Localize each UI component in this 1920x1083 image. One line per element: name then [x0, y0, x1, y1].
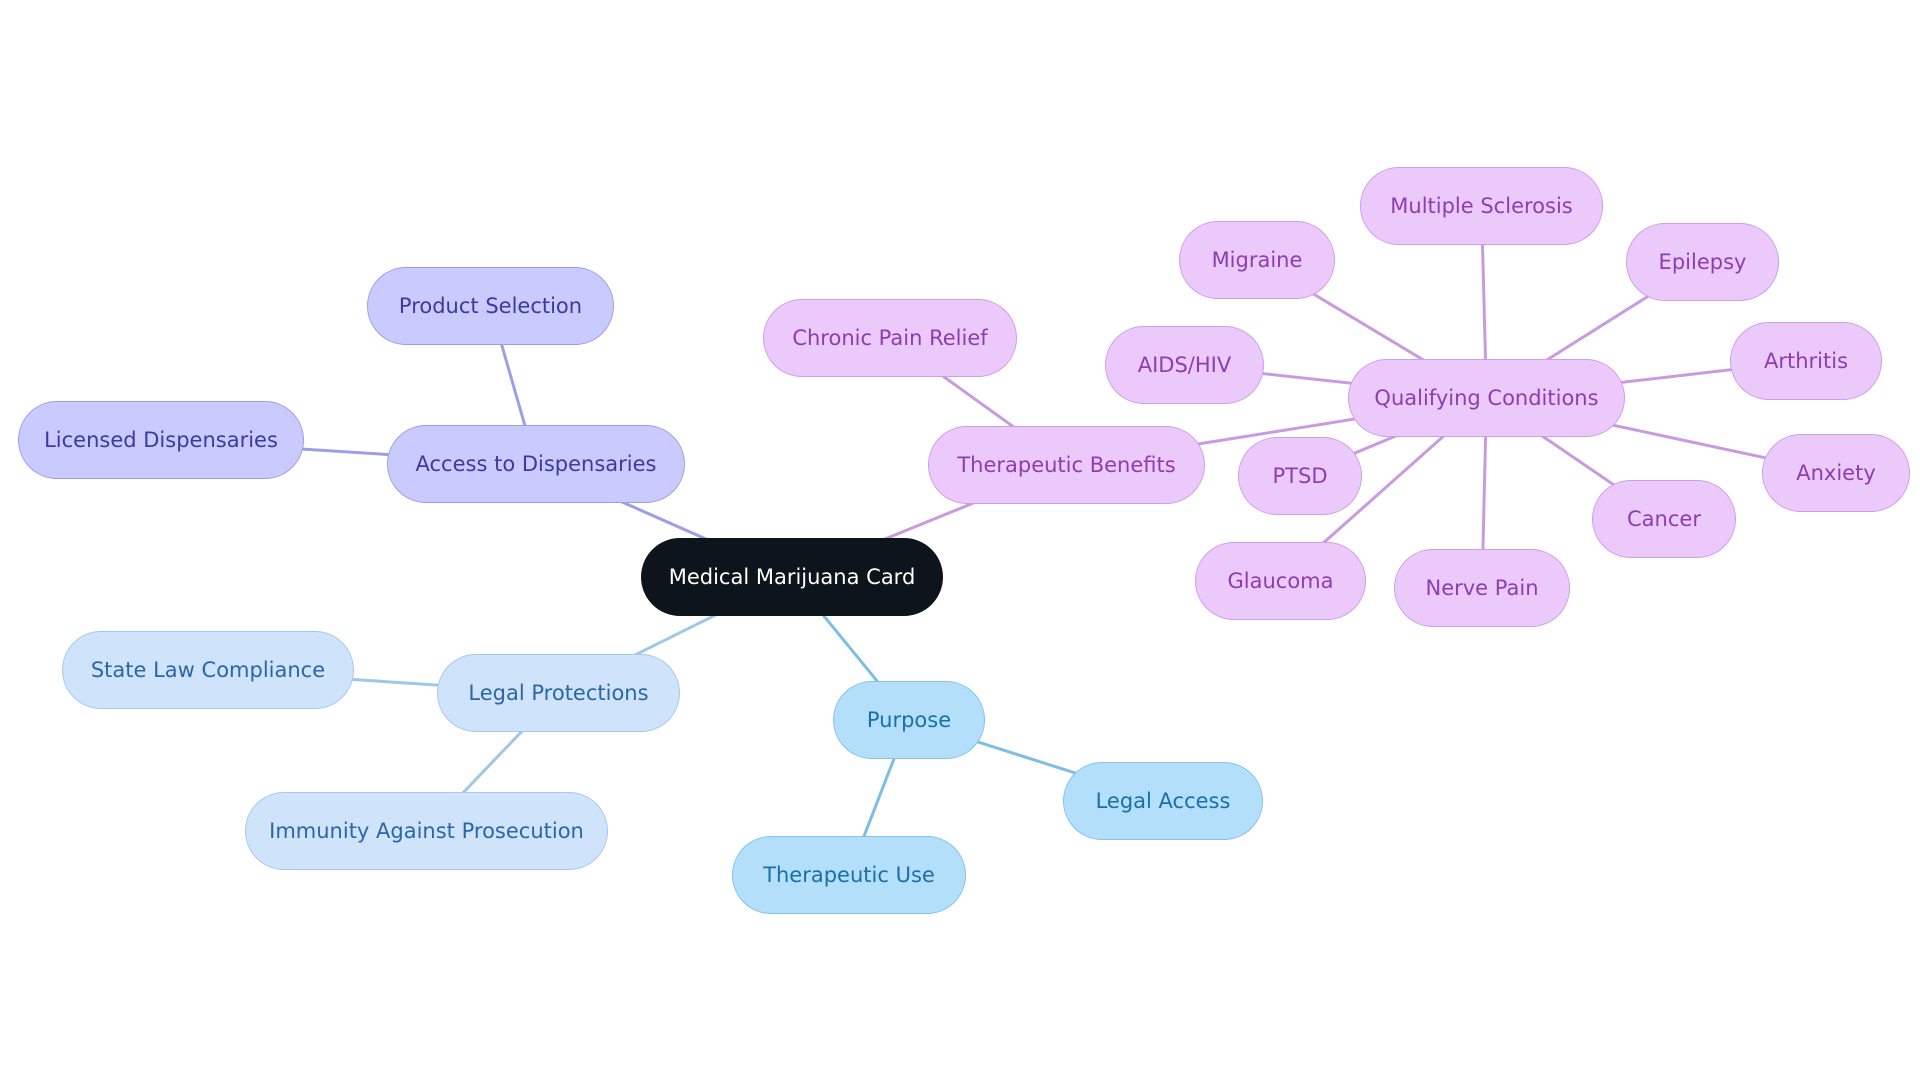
node-legal-protections[interactable]: Legal Protections	[437, 654, 680, 732]
node-purpose[interactable]: Purpose	[833, 681, 985, 759]
node-cancer[interactable]: Cancer	[1592, 480, 1736, 558]
node-aids-hiv[interactable]: AIDS/HIV	[1105, 326, 1264, 404]
node-migraine[interactable]: Migraine	[1179, 221, 1335, 299]
node-immunity-against-prosecution[interactable]: Immunity Against Prosecution	[245, 792, 608, 870]
node-legal-access[interactable]: Legal Access	[1063, 762, 1263, 840]
node-glaucoma[interactable]: Glaucoma	[1195, 542, 1366, 620]
node-therapeutic-use[interactable]: Therapeutic Use	[732, 836, 966, 914]
node-licensed-dispensaries[interactable]: Licensed Dispensaries	[18, 401, 304, 479]
node-chronic-pain-relief[interactable]: Chronic Pain Relief	[763, 299, 1017, 377]
node-qualifying-conditions[interactable]: Qualifying Conditions	[1348, 359, 1625, 437]
node-ptsd[interactable]: PTSD	[1238, 437, 1362, 515]
node-state-law-compliance[interactable]: State Law Compliance	[62, 631, 354, 709]
node-access-to-dispensaries[interactable]: Access to Dispensaries	[387, 425, 685, 503]
node-nerve-pain[interactable]: Nerve Pain	[1394, 549, 1570, 627]
node-medical-marijuana-card[interactable]: Medical Marijuana Card	[641, 538, 943, 616]
node-product-selection[interactable]: Product Selection	[367, 267, 614, 345]
node-arthritis[interactable]: Arthritis	[1730, 322, 1882, 400]
node-therapeutic-benefits[interactable]: Therapeutic Benefits	[928, 426, 1205, 504]
node-multiple-sclerosis[interactable]: Multiple Sclerosis	[1360, 167, 1603, 245]
node-anxiety[interactable]: Anxiety	[1762, 434, 1910, 512]
node-epilepsy[interactable]: Epilepsy	[1626, 223, 1779, 301]
